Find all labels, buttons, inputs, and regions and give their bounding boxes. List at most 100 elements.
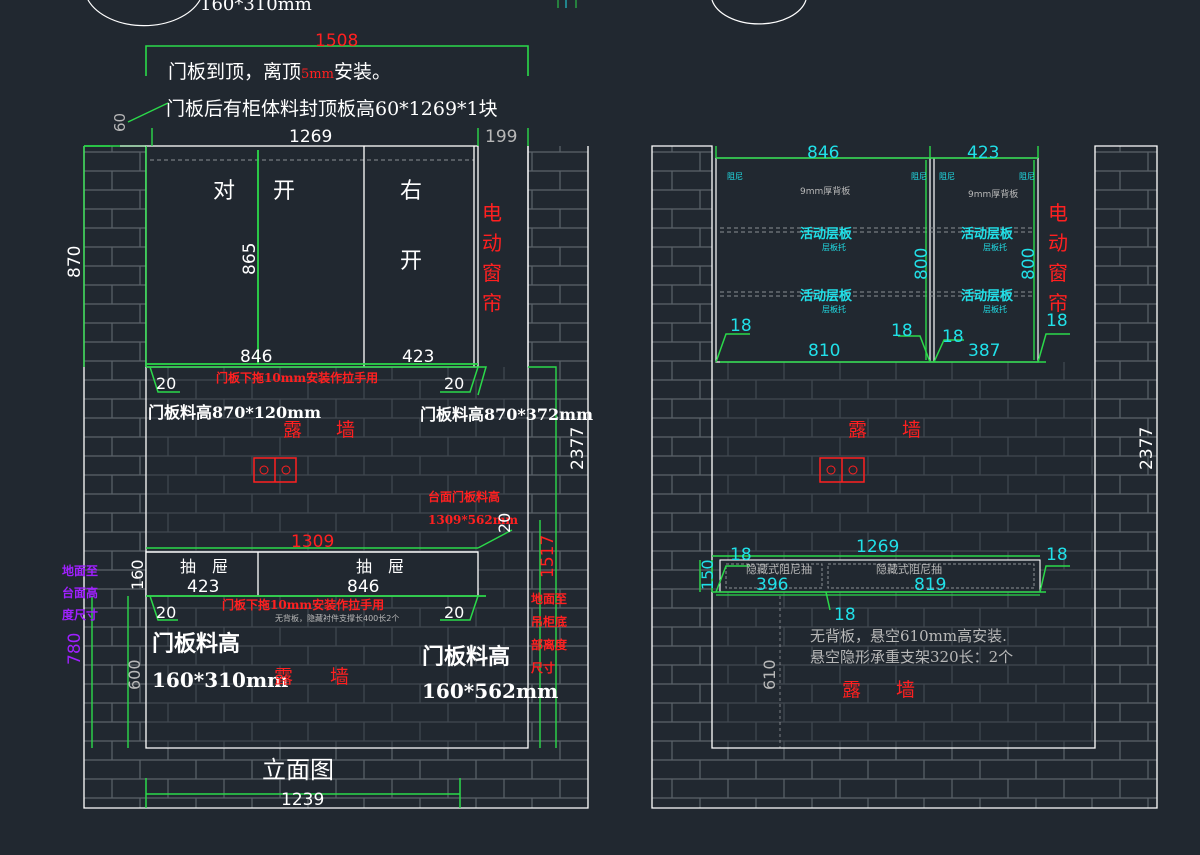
right-wall-right: [1095, 146, 1157, 756]
left-note-3: 度尺寸: [62, 607, 98, 622]
r-drawer-396: 396: [756, 575, 788, 595]
r-lower-height-150: 150: [698, 559, 717, 590]
door-label-dui: 对: [213, 179, 235, 204]
r-exposed-wall-lower-2: 墙: [896, 679, 915, 701]
lower-height-dim-160: 160: [128, 559, 147, 590]
r-exposed-wall-2: 墙: [902, 419, 921, 441]
r-curtain-1: 电: [1048, 201, 1068, 225]
height-dim-865: 865: [240, 243, 260, 275]
r-thick-18-a: 18: [730, 316, 752, 336]
r-drawer-819: 819: [914, 575, 946, 595]
lower-gap-20-b: 20: [444, 603, 464, 622]
door-label-kai-2: 开: [400, 249, 422, 274]
curtain-char-2: 动: [482, 231, 502, 255]
left-note-1: 地面至: [62, 563, 98, 578]
height-dim-1517: 1517: [538, 535, 558, 578]
height-dim-780: 780: [65, 633, 85, 665]
right-note-4: 尺寸: [531, 660, 555, 675]
r-thick-18-b: 18: [891, 321, 913, 341]
countertop-gap-20: 20: [495, 513, 514, 533]
r-lower-thick-18-a: 18: [730, 545, 752, 565]
left-note-2: 台面高: [62, 585, 98, 600]
door-label-kai: 开: [273, 179, 295, 204]
panel-left-line-1: 门板料高: [152, 631, 240, 657]
r-backboard-1: 9mm厚背板: [800, 185, 850, 197]
top-partial-label: 160*310mm: [200, 0, 312, 15]
r-damper-tag-3: 阻尼: [939, 172, 955, 181]
r-height-610: 610: [760, 659, 779, 690]
r-shelf-4-sub: 层板托: [983, 304, 1007, 314]
exposed-wall-char-1: 露: [283, 419, 302, 441]
r-width-846: 846: [807, 143, 839, 163]
r-lower-width-1269: 1269: [856, 537, 899, 557]
drawer-width-846: 846: [347, 577, 379, 597]
r-curtain-2: 动: [1048, 231, 1068, 255]
r-width-423: 423: [967, 143, 999, 163]
panel-size-2: 门板料高870*372mm: [420, 405, 593, 424]
right-wall-left: [652, 146, 712, 756]
curtain-char-1: 电: [482, 201, 502, 225]
lower-cabinet: [145, 551, 479, 597]
r-shelf-3: 活动层板: [800, 288, 853, 304]
panel-left-line-2: 160*310mm: [152, 668, 288, 692]
panel-size-1: 门板料高870*120mm: [148, 403, 321, 422]
right-note-2: 吊柜底: [531, 614, 567, 629]
r-shelf-3-sub: 层板托: [822, 304, 846, 314]
exposed-wall-char-2: 墙: [336, 419, 355, 441]
r-note-2: 悬空隐形承重支架320长：2个: [810, 648, 1013, 666]
r-curtain-3: 窗: [1048, 261, 1068, 285]
r-thick-18-d: 18: [1046, 311, 1068, 331]
r-note-1: 无背板，悬空610mm高安装.: [810, 627, 1007, 645]
right-note-1: 地面至: [531, 591, 567, 606]
r-hidden-drawer-1: 隐藏式阻尼抽: [746, 562, 812, 576]
small-note-lower: 无背板，隐藏衬件支撑长400长2个: [275, 613, 399, 623]
height-dim-870: 870: [65, 246, 85, 278]
panel-right-line-2: 160*562mm: [422, 679, 558, 703]
pull-note-lower: 门板下拖10mm安装作拉手用: [222, 597, 384, 612]
drawer-width-423: 423: [187, 577, 219, 597]
height-dim-600: 600: [125, 659, 144, 690]
elevation-title: 立面图: [262, 756, 334, 784]
upper-cabinet: [145, 145, 479, 368]
r-thick-18-c: 18: [942, 327, 964, 347]
side-width-dim-199: 199: [485, 127, 517, 147]
exposed-wall-lower-2: 墙: [330, 666, 349, 688]
panel-right-line-1: 门板料高: [422, 644, 510, 670]
right-lower-carcass: [719, 559, 1041, 593]
r-height-800-a: 800: [912, 248, 932, 280]
inner-width-dim-1269: 1269: [289, 127, 332, 147]
curtain-char-4: 帘: [482, 291, 502, 315]
bottom-width-dim-1239: 1239: [281, 790, 324, 810]
door-label-you: 右: [400, 179, 422, 204]
r-damper-tag-2: 阻尼: [911, 172, 927, 181]
gap-dim-20-a: 20: [156, 374, 176, 393]
r-shelf-1-sub: 层板托: [822, 242, 846, 252]
r-inner-810: 810: [808, 341, 840, 361]
countertop-note-1: 台面门板料高: [428, 489, 500, 504]
r-backboard-2: 9mm厚背板: [968, 188, 1018, 200]
r-shelf-2-sub: 层板托: [983, 242, 1007, 252]
drawer-label-1: 抽 屉: [180, 557, 228, 576]
install-note-2: 门板后有柜体料封顶板高60*1269*1块: [166, 98, 498, 120]
right-note-3: 部离度: [531, 637, 568, 652]
r-damper-tag-1: 阻尼: [727, 172, 743, 181]
lower-width-dim-1309: 1309: [291, 532, 334, 552]
curtain-char-3: 窗: [482, 261, 502, 285]
height-dim-2377: 2377: [568, 427, 588, 470]
right-wall-floor: [652, 748, 1157, 808]
r-damper-tag-4: 阻尼: [1019, 172, 1035, 181]
left-elevation-drawing: [83, 0, 589, 809]
countertop-note-2: 1309*562mm: [428, 513, 518, 527]
r-lower-thick-18-b: 18: [1046, 545, 1068, 565]
left-wall-left: [84, 146, 146, 756]
r-shelf-4: 活动层板: [961, 288, 1014, 304]
right-structure-drawing: [651, 0, 1158, 809]
install-note-1: 门板到顶，离顶5mm安装。: [168, 61, 391, 83]
left-wall-right: [528, 146, 588, 756]
r-exposed-wall-1: 露: [848, 419, 867, 441]
r-shelf-2: 活动层板: [961, 226, 1014, 242]
offset-dim-60: 60: [111, 113, 129, 132]
left-wall-floor: [84, 748, 588, 808]
r-lower-thick-18-c: 18: [834, 605, 856, 625]
r-height-2377: 2377: [1137, 427, 1157, 470]
